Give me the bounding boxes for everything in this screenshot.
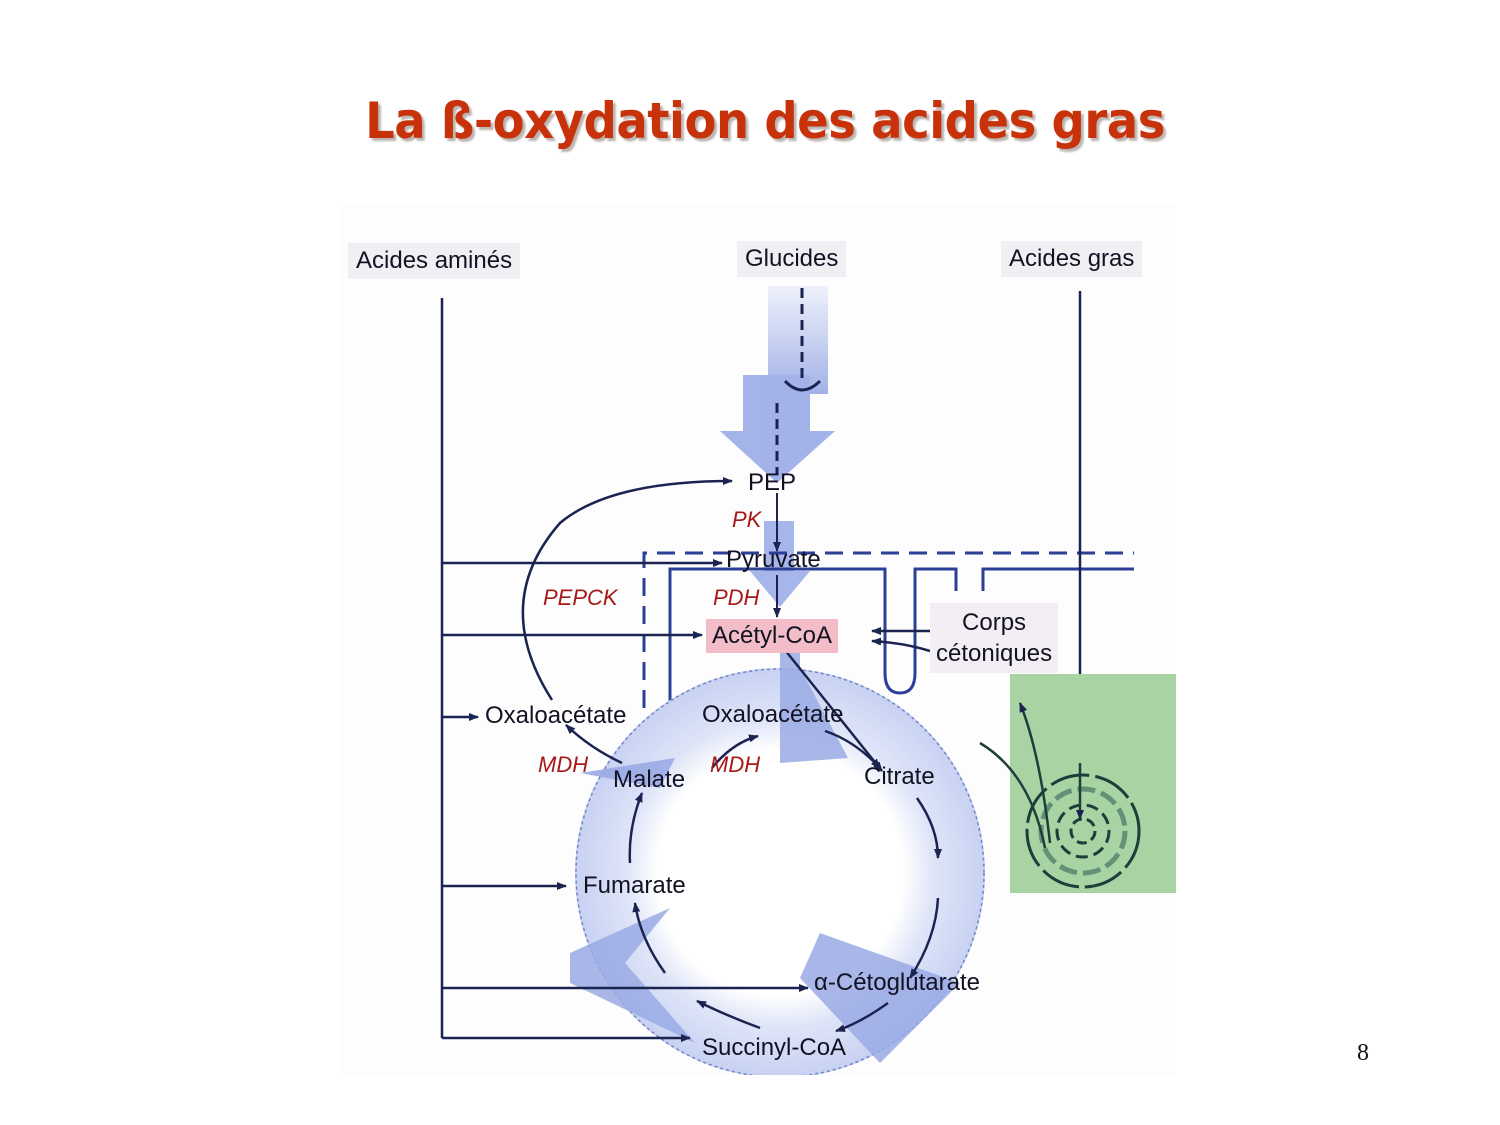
enzyme-mdh-mito: MDH — [710, 752, 761, 777]
metabolite-fumarate: Fumarate — [583, 872, 686, 899]
metabolite-pyruvate: Pyruvate — [726, 546, 821, 573]
source-carbohydrates: Glucides — [737, 241, 847, 277]
metabolite-pep: PEP — [748, 469, 797, 496]
amino-acid-inputs — [440, 298, 809, 1042]
source-fatty-acids: Acides gras — [1001, 241, 1143, 277]
metabolite-oxaloacetate-cytosol: Oxaloacétate — [485, 702, 627, 729]
metabolite-malate: Malate — [613, 766, 686, 793]
slide-title: La ß-oxydation des acides gras — [365, 92, 1165, 150]
source-amino-acids: Acides aminés — [348, 243, 521, 279]
metabolite-ketone-bodies: Corps cétoniques — [930, 603, 1059, 674]
metabolite-alpha-ketoglutarate: α-Cétoglutarate — [814, 969, 980, 996]
enzyme-pepck: PEPCK — [543, 585, 618, 610]
mitochondrial-membrane — [642, 551, 1134, 708]
green-inset-cycle — [979, 674, 1176, 893]
page-number: 8 — [1357, 1040, 1369, 1066]
enzyme-pdh: PDH — [713, 585, 760, 610]
ketone-bodies-line1: Corps — [962, 609, 1027, 636]
ketone-bodies-line2: cétoniques — [936, 640, 1053, 668]
metabolite-acetyl-coa: Acétyl-CoA — [706, 619, 839, 653]
pathway-diagram-graphics — [440, 286, 1176, 1075]
metabolic-pathway-figure: Acides aminés Glucides Acides gras PEP P… — [340, 203, 1176, 1075]
enzyme-mdh-cytosol: MDH — [538, 752, 589, 777]
metabolite-citrate: Citrate — [864, 763, 935, 790]
enzyme-pk: PK — [732, 507, 762, 532]
metabolite-oxaloacetate-mito: Oxaloacétate — [702, 701, 844, 728]
metabolite-succinyl-coa: Succinyl-CoA — [702, 1034, 847, 1061]
